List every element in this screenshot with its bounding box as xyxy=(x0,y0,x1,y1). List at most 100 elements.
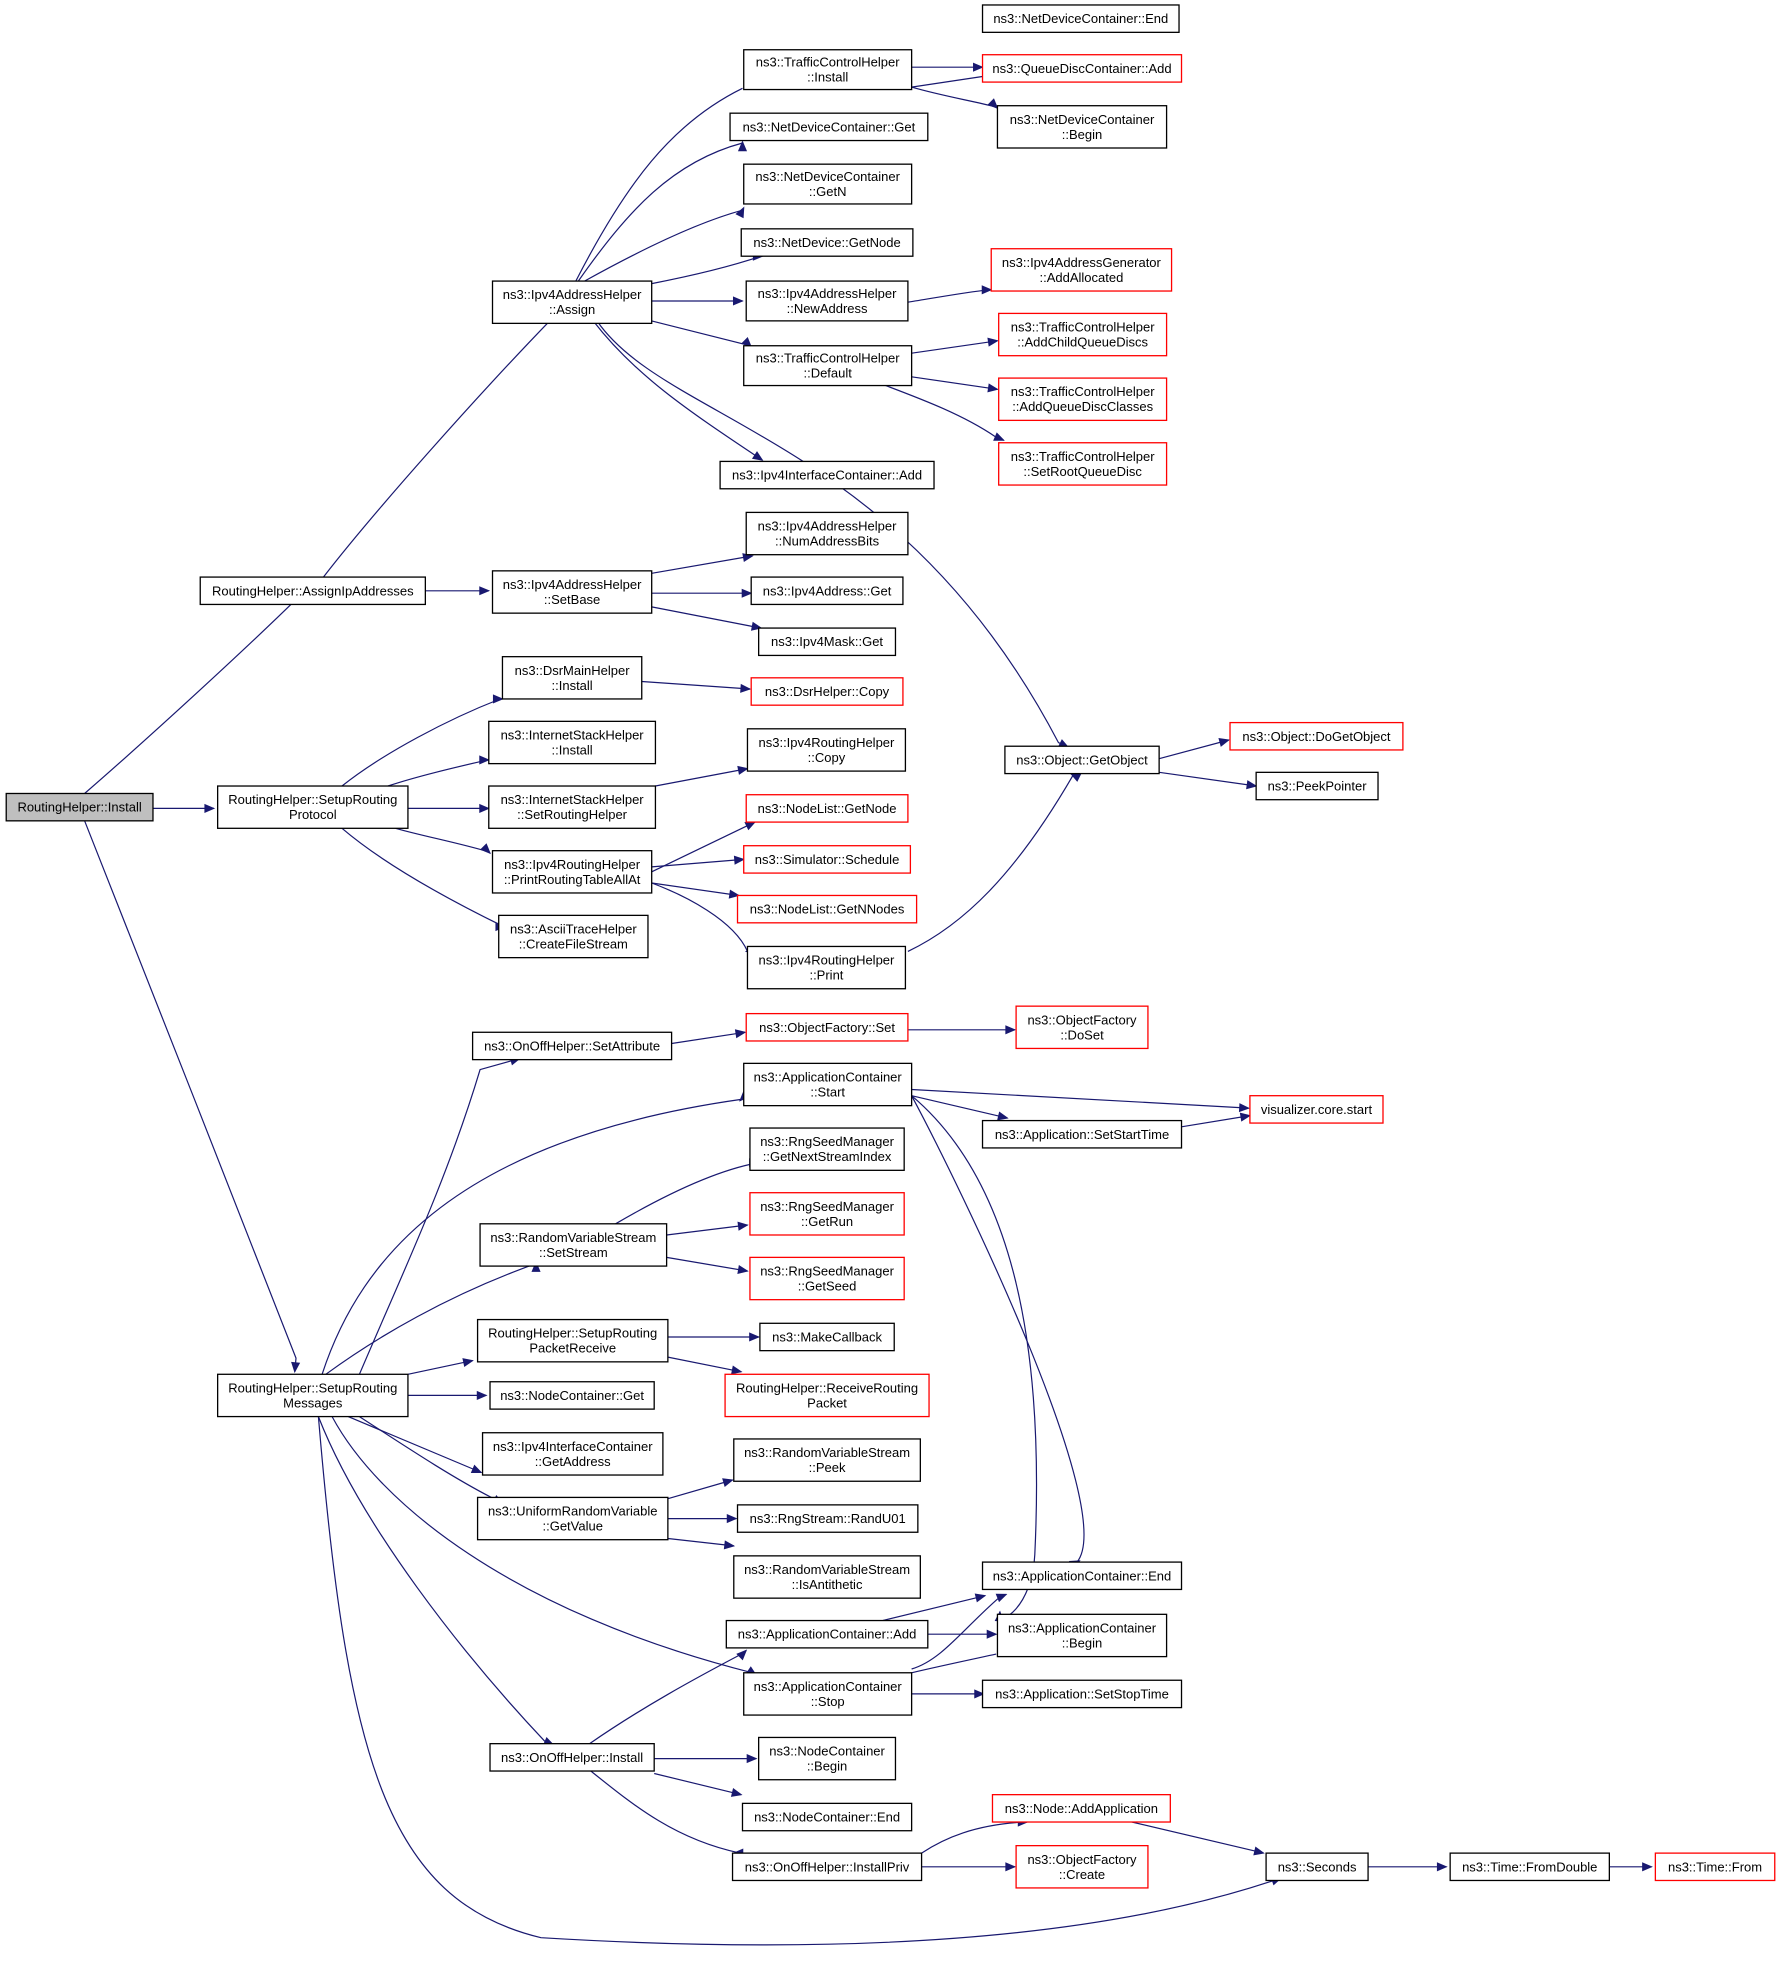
call-edge xyxy=(907,1025,1017,1035)
function-node-ndcEnd[interactable]: ns3::NetDeviceContainer::End xyxy=(981,4,1180,33)
function-node-rvsAnti[interactable]: ns3::RandomVariableStream::IsAntithetic xyxy=(733,1555,921,1599)
function-node-rhCopy[interactable]: ns3::Ipv4RoutingHelper::Copy xyxy=(746,728,907,772)
function-node-acAdd[interactable]: ns3::ApplicationContainer::Add xyxy=(725,1619,929,1649)
function-node-seconds[interactable]: ns3::Seconds xyxy=(1265,1852,1369,1882)
node-label: ::Begin xyxy=(1062,127,1102,142)
edge-path xyxy=(921,1821,1028,1854)
function-node-assignIp[interactable]: RoutingHelper::AssignIpAddresses xyxy=(199,576,426,606)
function-node-root[interactable]: RoutingHelper::Install xyxy=(5,792,154,822)
function-node-newAddr[interactable]: ns3::Ipv4AddressHelper::NewAddress xyxy=(745,280,909,322)
function-node-urvGetValue[interactable]: ns3::UniformRandomVariable::GetValue xyxy=(476,1496,669,1541)
function-node-randU01[interactable]: ns3::RngStream::RandU01 xyxy=(736,1504,919,1533)
node-label: ns3::NodeContainer::Get xyxy=(500,1388,644,1403)
function-node-nodeAddApp[interactable]: ns3::Node::AddApplication xyxy=(991,1794,1171,1823)
function-node-tcDefault[interactable]: ns3::TrafficControlHelper::Default xyxy=(743,345,913,387)
node-label: ns3::NodeContainer::End xyxy=(754,1810,900,1825)
node-label: ::Begin xyxy=(807,1759,847,1774)
node-box xyxy=(1249,1095,1384,1124)
function-node-ofDoSet[interactable]: ns3::ObjectFactory::DoSet xyxy=(1015,1005,1149,1050)
function-node-ndcGet[interactable]: ns3::NetDeviceContainer::Get xyxy=(729,112,929,142)
call-edge xyxy=(911,1689,986,1699)
function-node-rhPrintAll[interactable]: ns3::Ipv4RoutingHelper::PrintRoutingTabl… xyxy=(491,850,653,894)
node-label: ::Copy xyxy=(808,750,846,765)
function-node-objDoGet[interactable]: ns3::Object::DoGetObject xyxy=(1229,721,1404,751)
function-node-objGetObject[interactable]: ns3::Object::GetObject xyxy=(1004,745,1160,775)
function-node-acEnd[interactable]: ns3::ApplicationContainer::End xyxy=(981,1561,1183,1591)
function-node-acStart[interactable]: ns3::ApplicationContainer::Start xyxy=(743,1062,913,1107)
function-node-appSetStart[interactable]: ns3::Application::SetStartTime xyxy=(981,1119,1183,1149)
function-node-simSchedule[interactable]: ns3::Simulator::Schedule xyxy=(743,845,912,874)
edge-arrowhead xyxy=(1642,1862,1653,1872)
function-node-makeCb[interactable]: ns3::MakeCallback xyxy=(759,1322,895,1352)
function-node-addrAlloc[interactable]: ns3::Ipv4AddressGenerator::AddAllocated xyxy=(990,248,1173,292)
node-box xyxy=(991,1794,1171,1823)
function-node-tcAddQdc[interactable]: ns3::TrafficControlHelper::AddQueueDiscC… xyxy=(998,377,1168,422)
function-node-ofCreate[interactable]: ns3::ObjectFactory::Create xyxy=(1015,1845,1149,1889)
function-node-numBits[interactable]: ns3::Ipv4AddressHelper::NumAddressBits xyxy=(745,511,909,556)
function-node-addrGet[interactable]: ns3::Ipv4Address::Get xyxy=(750,576,904,606)
edge-arrowhead xyxy=(987,383,999,393)
function-node-onoffSetAttr[interactable]: ns3::OnOffHelper::SetAttribute xyxy=(471,1031,673,1061)
function-node-peekPtr[interactable]: ns3::PeekPointer xyxy=(1255,771,1379,801)
call-edge xyxy=(911,62,984,72)
function-node-ndcGetN[interactable]: ns3::NetDeviceContainer::GetN xyxy=(743,163,913,205)
function-node-asciiCreate[interactable]: ns3::AsciiTraceHelper::CreateFileStream xyxy=(498,914,649,959)
function-node-onoffPriv[interactable]: ns3::OnOffHelper::InstallPriv xyxy=(731,1852,923,1882)
edge-path xyxy=(577,141,744,282)
function-node-appSetStop[interactable]: ns3::Application::SetStopTime xyxy=(981,1679,1183,1709)
function-node-ncGet[interactable]: ns3::NodeContainer::Get xyxy=(489,1381,655,1410)
function-node-qdcAdd[interactable]: ns3::QueueDiscContainer::Add xyxy=(981,54,1183,83)
function-node-acBegin[interactable]: ns3::ApplicationContainer::Begin xyxy=(996,1613,1168,1658)
edge-arrowhead xyxy=(726,1514,738,1524)
node-label: ns3::OnOffHelper::Install xyxy=(501,1750,643,1765)
function-node-timeFrom[interactable]: ns3::Time::From xyxy=(1654,1852,1776,1882)
node-label: ns3::NodeList::GetNNodes xyxy=(750,902,905,917)
function-node-timeFromDouble[interactable]: ns3::Time::FromDouble xyxy=(1449,1852,1610,1882)
node-label: ns3::NetDeviceContainer xyxy=(1010,112,1155,127)
function-node-ipv4Assign[interactable]: ns3::Ipv4AddressHelper::Assign xyxy=(491,280,653,325)
function-node-rvsPeek[interactable]: ns3::RandomVariableStream::Peek xyxy=(733,1438,921,1482)
function-node-rngGetSeed[interactable]: ns3::RngSeedManager::GetSeed xyxy=(749,1256,905,1301)
function-node-dsrCopy[interactable]: ns3::DsrHelper::Copy xyxy=(750,677,904,706)
node-label: ns3::Ipv4AddressHelper xyxy=(758,286,897,301)
function-node-rngGetRun[interactable]: ns3::RngSeedManager::GetRun xyxy=(749,1192,905,1236)
function-node-rhPrint[interactable]: ns3::Ipv4RoutingHelper::Print xyxy=(746,945,907,990)
function-node-nlGetNode[interactable]: ns3::NodeList::GetNode xyxy=(745,794,909,823)
node-label: ::Print xyxy=(809,968,843,983)
function-node-tcSetRoot[interactable]: ns3::TrafficControlHelper::SetRootQueueD… xyxy=(998,442,1168,486)
node-label: ns3::Time::From xyxy=(1668,1859,1762,1874)
function-node-ifcGetAddr[interactable]: ns3::Ipv4InterfaceContainer::GetAddress xyxy=(481,1432,664,1476)
function-node-ipv4IfcAdd[interactable]: ns3::Ipv4InterfaceContainer::Add xyxy=(719,460,935,490)
function-node-tcInstall[interactable]: ns3::TrafficControlHelper::Install xyxy=(743,49,913,91)
node-label: ns3::RngSeedManager xyxy=(760,1199,894,1214)
call-edge xyxy=(651,553,754,574)
function-node-ncEnd[interactable]: ns3::NodeContainer::End xyxy=(741,1802,913,1832)
node-box xyxy=(758,1736,897,1781)
function-node-ofSet[interactable]: ns3::ObjectFactory::Set xyxy=(745,1012,909,1042)
node-label: ::GetAddress xyxy=(535,1454,611,1469)
edge-arrowhead xyxy=(997,1111,1009,1121)
node-label: ::AddChildQueueDiscs xyxy=(1017,335,1148,350)
function-node-onoffInstall[interactable]: ns3::OnOffHelper::Install xyxy=(489,1743,655,1772)
function-node-ishSetRouting[interactable]: ns3::InternetStackHelper::SetRoutingHelp… xyxy=(488,785,657,829)
node-label: ::Assign xyxy=(549,302,595,317)
function-node-tcAddChild[interactable]: ns3::TrafficControlHelper::AddChildQueue… xyxy=(998,312,1168,357)
function-node-nlGetN[interactable]: ns3::NodeList::GetNNodes xyxy=(736,894,918,924)
node-label: Protocol xyxy=(289,807,337,822)
function-node-rvsSetStream[interactable]: ns3::RandomVariableStream::SetStream xyxy=(479,1223,668,1267)
function-node-dsrInstall[interactable]: ns3::DsrMainHelper::Install xyxy=(501,656,643,700)
function-node-acStop[interactable]: ns3::ApplicationContainer::Stop xyxy=(743,1672,913,1716)
function-node-ishInstall[interactable]: ns3::InternetStackHelper::Install xyxy=(488,720,657,765)
node-label: ::SetRoutingHelper xyxy=(517,807,628,822)
function-node-ndcBegin[interactable]: ns3::NetDeviceContainer::Begin xyxy=(996,105,1168,149)
function-node-ipv4SetBase[interactable]: ns3::Ipv4AddressHelper::SetBase xyxy=(491,570,653,614)
function-node-ndGetNode[interactable]: ns3::NetDevice::GetNode xyxy=(740,228,914,257)
function-node-ncBegin[interactable]: ns3::NodeContainer::Begin xyxy=(758,1736,897,1781)
function-node-vizStart[interactable]: visualizer.core.start xyxy=(1249,1095,1384,1124)
function-node-maskGet[interactable]: ns3::Ipv4Mask::Get xyxy=(758,627,897,657)
function-node-rngNextIdx[interactable]: ns3::RngSeedManager::GetNextStreamIndex xyxy=(749,1127,905,1171)
